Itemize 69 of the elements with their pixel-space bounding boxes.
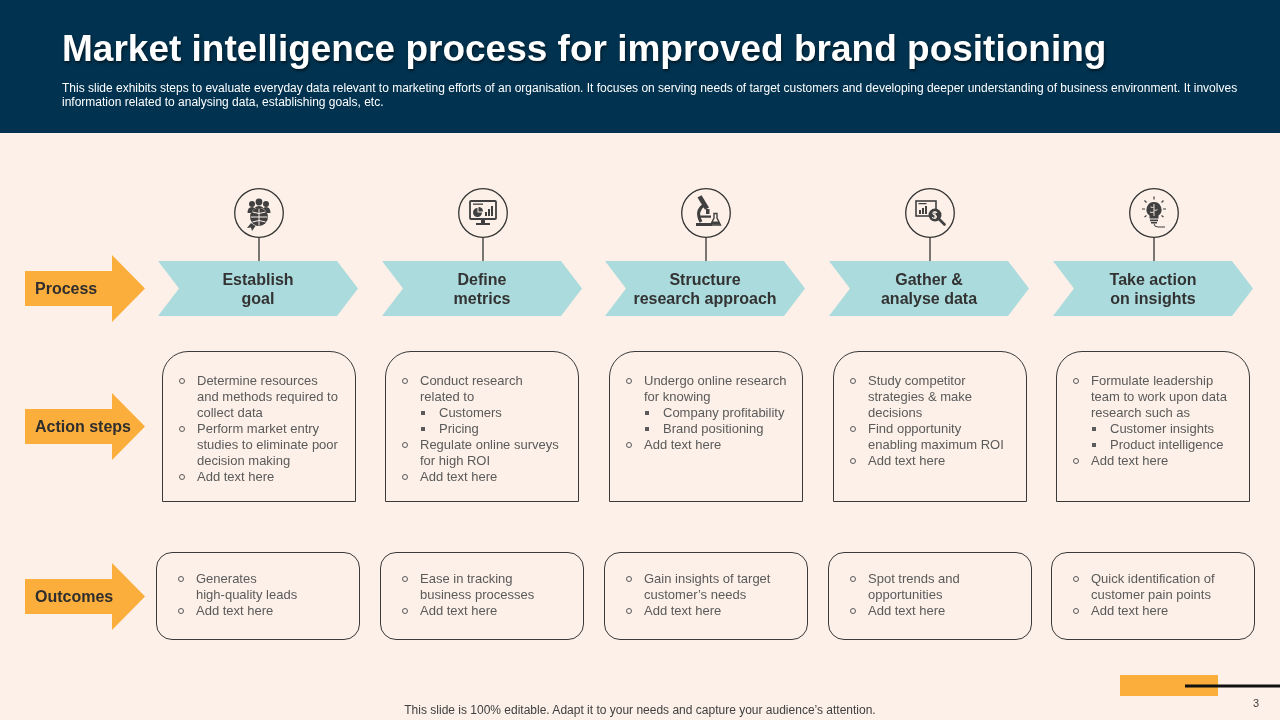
bullet-text: Add text here <box>868 453 947 469</box>
microscope-icon <box>681 188 731 238</box>
bullet-text: Add text here <box>1091 453 1170 469</box>
bullet-text: Add text here <box>644 437 723 453</box>
chevron-step <box>382 261 582 316</box>
label-arrow <box>25 393 145 460</box>
chevron-step <box>605 261 805 316</box>
step-details-card <box>385 351 579 502</box>
outcome-card <box>380 552 584 640</box>
bullet-text: Add text here <box>868 603 947 619</box>
connector-line <box>482 237 484 262</box>
bullet-text: Spot trends and opportunities <box>868 571 961 603</box>
step-title: Establish goal <box>222 269 294 308</box>
bullet-text: Add text here <box>420 469 499 485</box>
label-arrow <box>25 255 145 322</box>
row-label: Process <box>35 279 98 298</box>
row-label: Action steps <box>35 417 131 436</box>
slide-title: Market intelligence process for improved brand positioning <box>62 30 1107 67</box>
chevron-step <box>158 261 358 316</box>
bullet-text: Generates high-quality leads <box>196 571 299 603</box>
outcome-card <box>828 552 1032 640</box>
footer-note: This slide is 100% editable. Adapt it to your needs and capture your audience’s attention. <box>404 703 876 717</box>
row-label: Outcomes <box>35 587 114 606</box>
step-title: Define metrics <box>453 269 511 308</box>
step-details-card <box>609 351 803 502</box>
bullet-text: Product intelligence <box>1110 437 1225 453</box>
people-globe-icon <box>234 188 284 238</box>
page-number: 3 <box>1253 697 1260 710</box>
bullet-text: Add text here <box>1091 603 1170 619</box>
outcome-card <box>604 552 808 640</box>
step-title: Structure research approach <box>633 269 777 308</box>
step-title: Gather & analyse data <box>880 269 978 308</box>
step-details-card <box>1056 351 1250 502</box>
bullet-text: Determine resources and methods required to collect data <box>197 373 339 421</box>
bullet-text: Study competitor strategies & make decisions <box>868 373 974 421</box>
label-arrow <box>25 563 145 630</box>
bullet-text: Customer insights <box>1110 421 1216 437</box>
bullet-text: Perform market entry studies to eliminate poor decision making <box>197 421 339 469</box>
connector-line <box>258 237 260 262</box>
bullet-text: Add text here <box>644 603 723 619</box>
monitor-chart-icon <box>458 188 508 238</box>
outcome-card <box>1051 552 1255 640</box>
lightbulb-icon <box>1129 188 1179 238</box>
bullet-text: Formulate leadership team to work upon data research such as <box>1091 373 1228 421</box>
bullet-text: Regulate online surveys for high ROI <box>420 437 560 469</box>
bullet-text: Quick identification of customer pain points <box>1091 571 1216 603</box>
bullet-text: Undergo online research for knowing <box>644 373 788 405</box>
chevron-step <box>829 261 1029 316</box>
outcome-card <box>156 552 360 640</box>
bullet-text: Brand positioning <box>663 421 765 437</box>
slide-description: This slide exhibits steps to evaluate everyday data relevant to marketing efforts of an organisation. It focuses on serving needs of target customers and developing deeper understanding of business environment. It involves information related to analysing data, establishing goals, etc. <box>62 81 1239 109</box>
bullet-text: Add text here <box>420 603 499 619</box>
chart-magnifier-icon <box>905 188 955 238</box>
bullet-text: Add text here <box>197 469 276 485</box>
chevron-step <box>1053 261 1253 316</box>
step-details-card <box>833 351 1027 502</box>
step-details-card <box>162 351 356 502</box>
bullet-text: Ease in tracking business processes <box>420 571 536 603</box>
bullet-text: Pricing <box>439 421 480 437</box>
bullet-text: Customers <box>439 405 503 421</box>
connector-line <box>1153 237 1155 262</box>
bullet-text: Conduct research related to <box>420 373 524 405</box>
bullet-text: Add text here <box>196 603 275 619</box>
connector-line <box>705 237 707 262</box>
step-title: Take action on insights <box>1109 269 1197 308</box>
bullet-text: Company profitability <box>663 405 786 421</box>
bullet-text: Find opportunity enabling maximum ROI <box>868 421 1005 453</box>
bullet-text: Gain insights of target customer’s needs <box>644 571 772 603</box>
connector-line <box>929 237 931 262</box>
